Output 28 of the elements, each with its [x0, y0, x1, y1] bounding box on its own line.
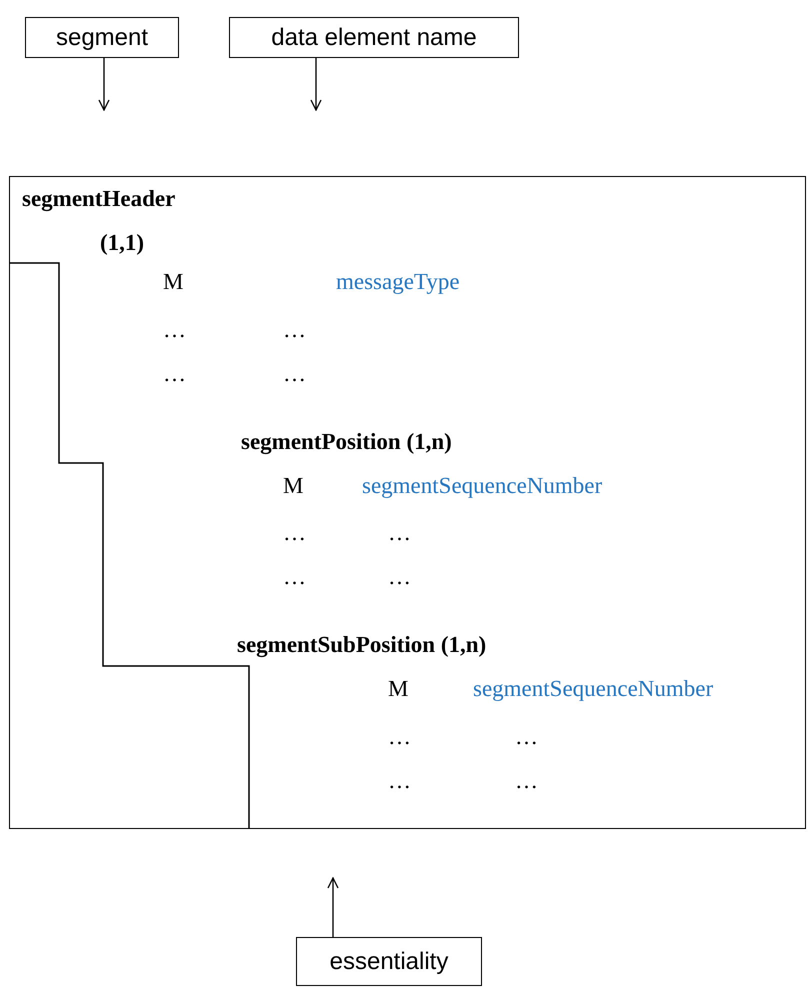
- ellipsis: …: [283, 360, 306, 388]
- callout-box: segment: [25, 17, 179, 58]
- field-name: segmentSequenceNumber: [362, 472, 602, 500]
- callout-box: essentiality: [296, 937, 482, 986]
- callout-box: data element name: [229, 17, 519, 58]
- group-heading: segmentSubPosition (1,n): [237, 631, 486, 659]
- ellipsis: …: [515, 767, 538, 795]
- field-name: messageType: [336, 268, 460, 296]
- status-code: M: [388, 675, 408, 703]
- ellipsis: …: [163, 360, 186, 388]
- ellipsis: …: [388, 767, 411, 795]
- ellipsis: …: [163, 316, 186, 344]
- ellipsis: …: [388, 519, 411, 547]
- field-name: segmentSequenceNumber: [473, 675, 714, 703]
- ellipsis: …: [388, 563, 411, 591]
- group-heading: segmentPosition (1,n): [241, 428, 452, 456]
- segment-frame: [9, 176, 806, 829]
- ellipsis: …: [283, 316, 306, 344]
- arrow: [98, 58, 110, 111]
- status-code: M: [283, 472, 304, 500]
- segment-heading: segmentHeader (1,1): [22, 185, 176, 257]
- ellipsis: …: [388, 723, 411, 751]
- status-code: M: [163, 268, 184, 296]
- arrow: [310, 58, 322, 111]
- ellipsis: …: [283, 519, 306, 547]
- ellipsis: …: [515, 723, 538, 751]
- ellipsis: …: [283, 563, 306, 591]
- arrow: [327, 877, 339, 937]
